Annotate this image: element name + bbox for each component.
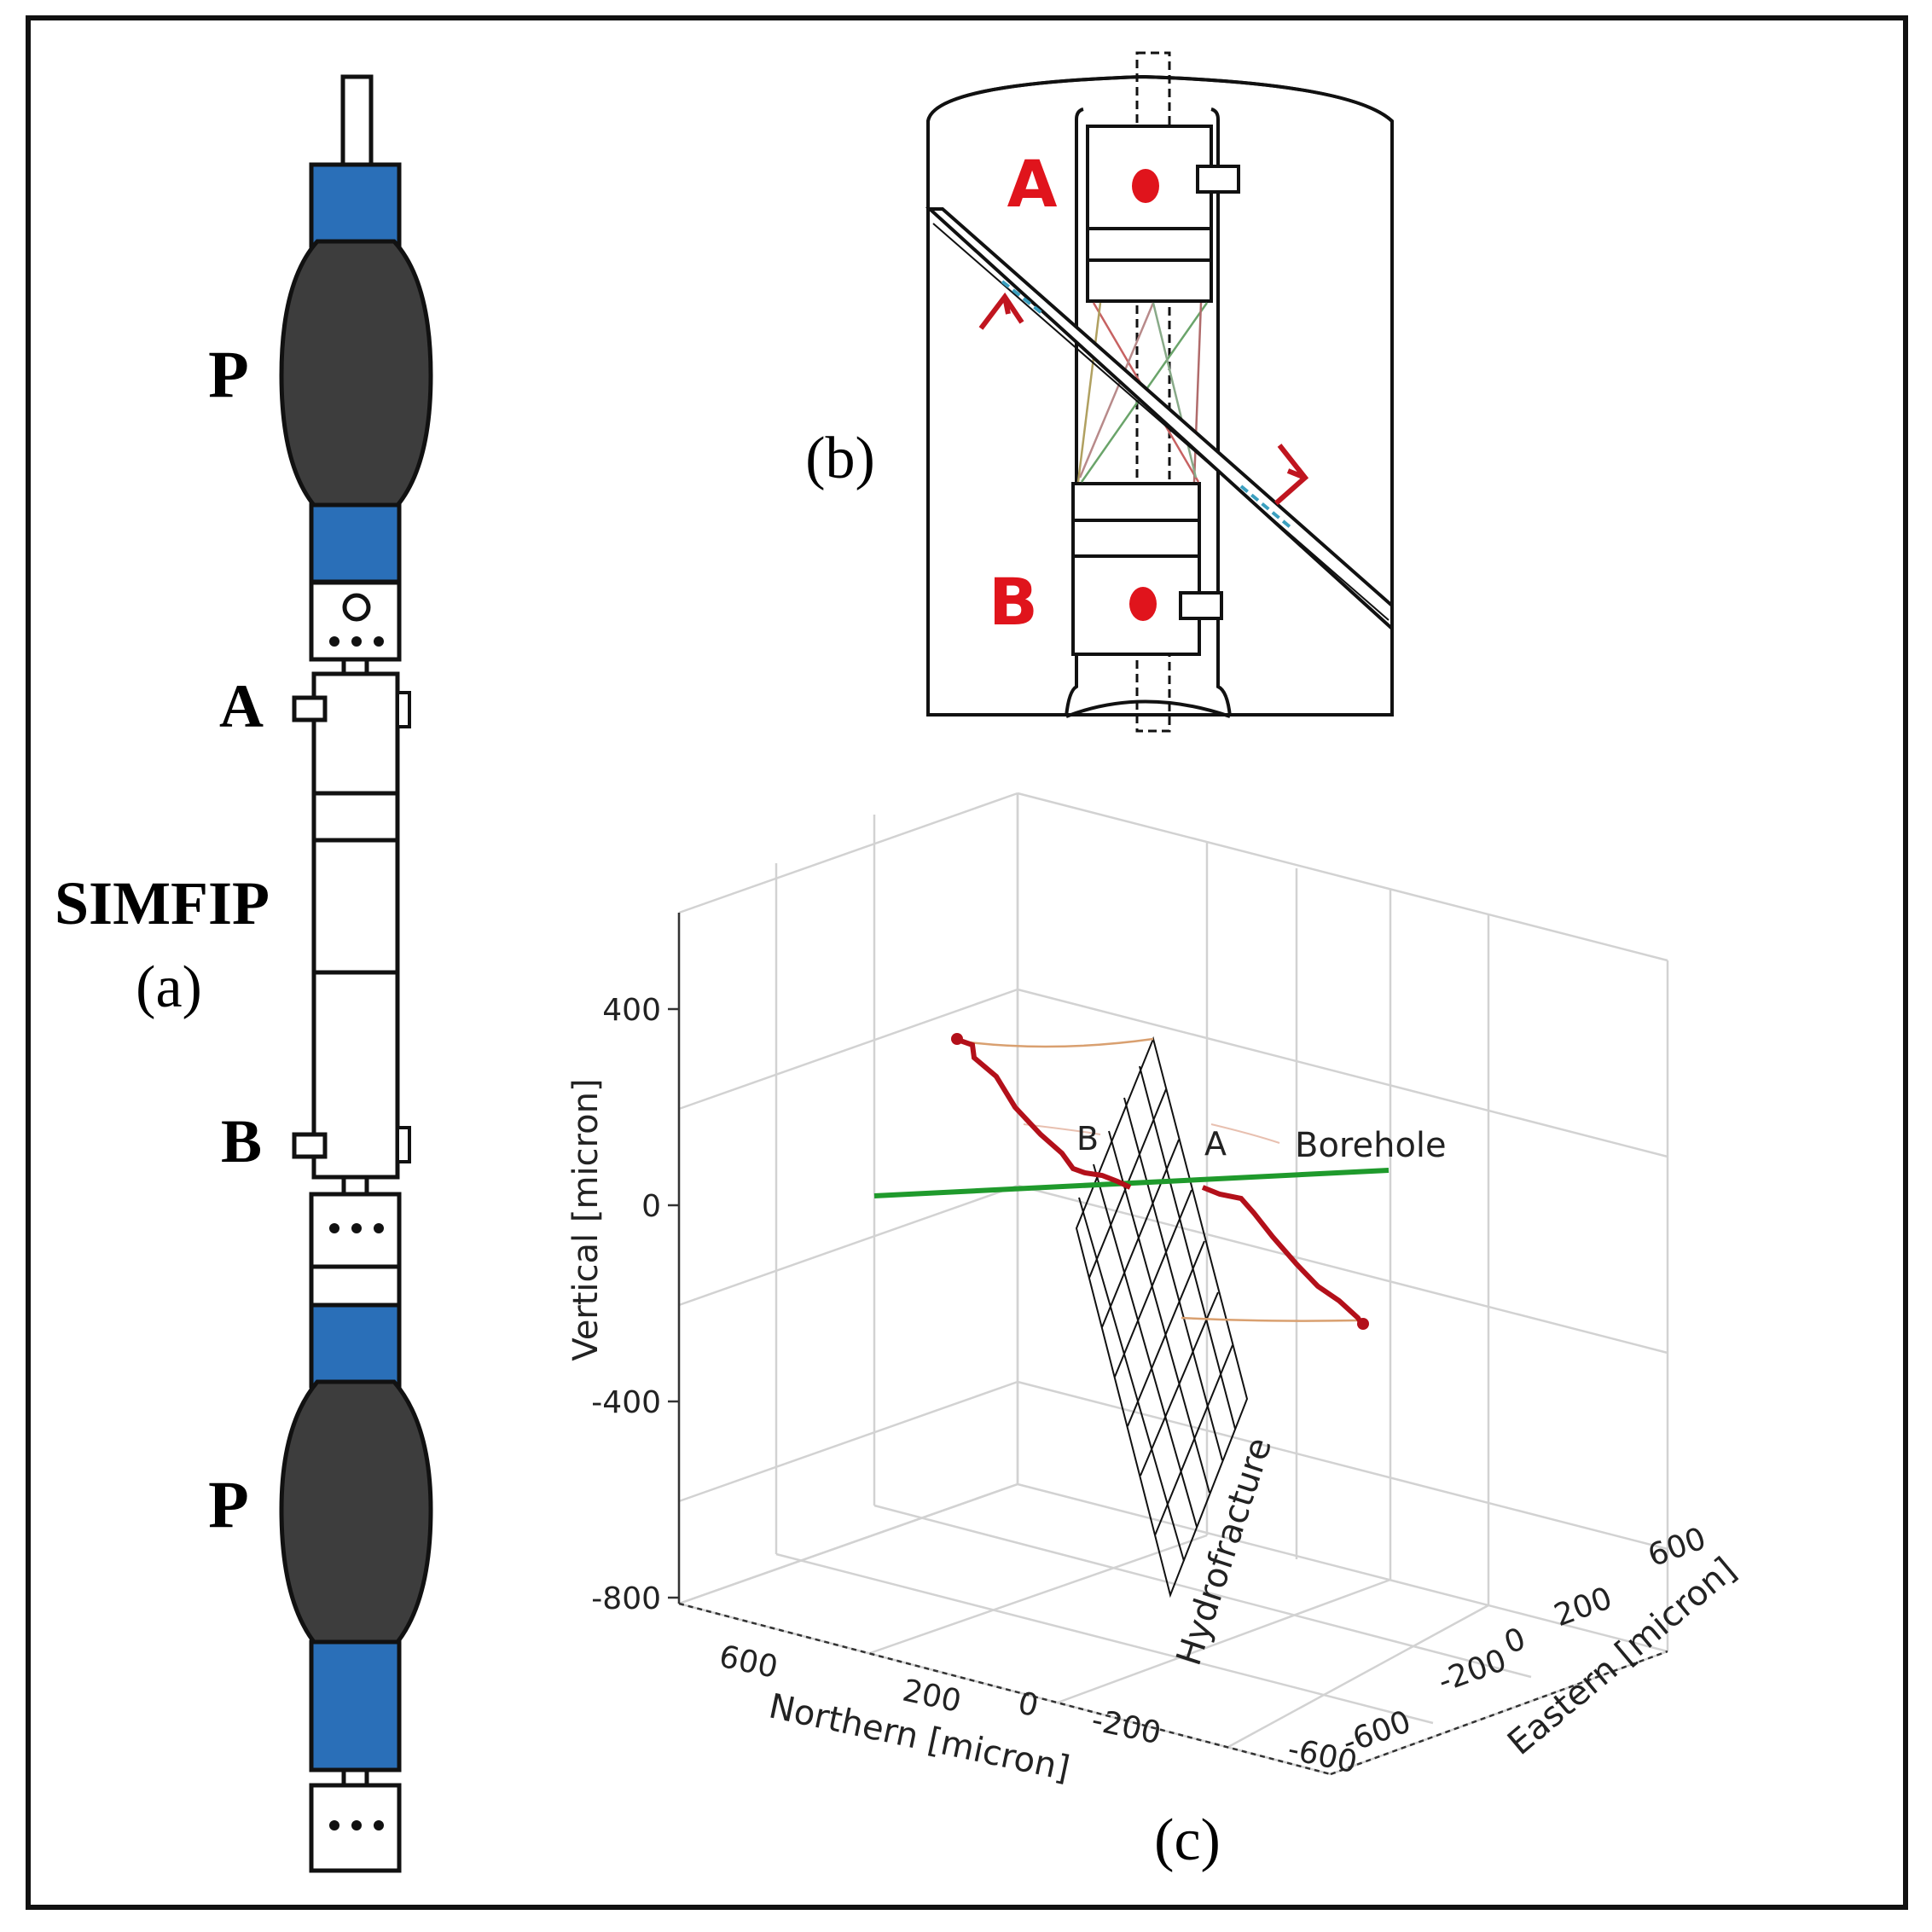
point-a-label: A xyxy=(1204,1125,1227,1163)
northern-tick-600: 600 xyxy=(717,1639,781,1685)
trace-end-marker-icon xyxy=(1357,1318,1369,1330)
vertical-tick-400: 400 xyxy=(602,993,661,1028)
borehole-line xyxy=(873,1168,1390,1198)
lower-mandrel-top xyxy=(309,1303,402,1389)
borehole-wall-left xyxy=(1065,107,1084,717)
borehole-wall-right xyxy=(1210,107,1232,717)
borehole-label: Borehole xyxy=(1295,1126,1447,1165)
shear-arrow-upper-icon xyxy=(978,292,1024,330)
panel-b-borehole-section xyxy=(925,51,1394,733)
top-rod xyxy=(340,74,374,169)
anchor-a-pad xyxy=(396,691,411,728)
axis-frame xyxy=(677,913,1668,1776)
eastern-tick-0: 0 xyxy=(1500,1622,1530,1661)
trace-start-marker-icon xyxy=(951,1033,963,1045)
panel-b-anchor-b-label: B xyxy=(989,564,1038,640)
hydrofracture-label: Hydrofracture xyxy=(1169,1433,1279,1670)
panel-a-simfip-tool xyxy=(279,74,433,1873)
northern-tick-minus-200: -200 xyxy=(1088,1703,1163,1751)
anchor-b-pad xyxy=(396,1126,411,1163)
upper-packer xyxy=(279,239,433,512)
grid-lines xyxy=(677,792,1669,1776)
upper-anchor-pad xyxy=(1196,165,1240,194)
vertical-axis-ticks xyxy=(668,1007,679,1599)
displacement-trace xyxy=(954,1036,1366,1328)
eastern-tick-minus-200: -200 xyxy=(1434,1643,1511,1699)
vertical-axis-label: Vertical [micron] xyxy=(566,1078,606,1361)
northern-tick-200: 200 xyxy=(900,1674,965,1720)
vertical-tick-minus-800: -800 xyxy=(591,1581,661,1616)
anchor-a-label: A xyxy=(219,672,264,740)
panel-a-letter: (a) xyxy=(136,954,202,1020)
upper-mandrel-top xyxy=(309,162,402,248)
fracture-plane xyxy=(925,207,1394,633)
connector-3 xyxy=(341,1767,369,1788)
lower-anchor-pad xyxy=(1179,591,1223,620)
anchor-a-marker-icon xyxy=(1132,169,1159,203)
anchor-b-marker-icon xyxy=(1129,587,1157,621)
upper-sub-port xyxy=(342,593,371,622)
shear-arrow-lower-icon xyxy=(1274,444,1309,506)
upper-sub-dots xyxy=(329,636,384,647)
anchor-b-label: B xyxy=(221,1107,262,1175)
panel-c-3d-displacement-plot xyxy=(668,792,1669,1776)
point-b-label: B xyxy=(1076,1120,1099,1157)
bottom-sub-dots xyxy=(329,1820,384,1830)
lower-mandrel-bottom xyxy=(309,1639,402,1772)
upper-anchor-collar xyxy=(1086,227,1213,303)
figure-frame xyxy=(26,15,1908,1910)
vertical-tick-0: 0 xyxy=(641,1189,661,1224)
connector-2 xyxy=(341,1175,369,1197)
vertical-tick-minus-400: -400 xyxy=(591,1385,661,1420)
upper-mandrel-bottom xyxy=(309,502,402,584)
lower-spacer xyxy=(309,1264,402,1308)
panel-b-anchor-a-label: A xyxy=(1007,146,1058,222)
eastern-axis-label: Eastern [micron] xyxy=(1500,1550,1743,1763)
panel-c-letter: (c) xyxy=(1154,1807,1221,1873)
eastern-tick-minus-600: -600 xyxy=(1338,1704,1416,1761)
tool-name-label: SIMFIP xyxy=(55,869,270,937)
packer-bottom-label: P xyxy=(208,1467,249,1541)
anchor-b-clamp xyxy=(292,1132,328,1159)
panel-b-letter: (b) xyxy=(805,426,875,491)
lower-packer xyxy=(279,1379,433,1649)
simfip-body xyxy=(311,671,400,1180)
eastern-tick-200: 200 xyxy=(1550,1581,1617,1633)
packer-top-label: P xyxy=(208,337,249,411)
anchor-a-clamp xyxy=(292,695,328,722)
lower-sub-dots xyxy=(329,1223,384,1233)
